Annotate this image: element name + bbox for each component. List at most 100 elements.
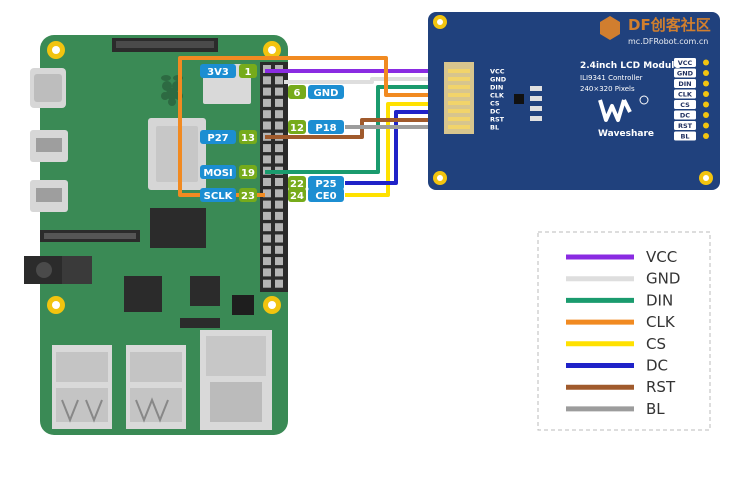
lcd-left-pin-label: RST [490, 116, 505, 124]
label-3v3: 3V3 [207, 67, 229, 78]
lcd-left-pin-label: CLK [490, 92, 505, 100]
display-connector-slot [116, 41, 214, 48]
lcd-left-pin-label: BL [490, 124, 499, 132]
hdmi-inner [36, 188, 62, 202]
lcd-mounting-hole-center [437, 175, 443, 181]
label-gnd-bg [308, 85, 344, 99]
lcd-left-pin-label: VCC [490, 68, 505, 76]
lcd-right-pin-label: VCC [678, 59, 693, 67]
gpio-pin [275, 211, 283, 220]
lcd-left-pin-label: GND [490, 76, 507, 84]
lcd-resistor [530, 106, 542, 111]
lcd-right-pin-label: CLK [678, 91, 693, 99]
pin-6-badge [288, 85, 306, 99]
lcd-title: 2.4inch LCD Module [580, 61, 680, 71]
label-mosi: MOSI [203, 168, 232, 179]
audio-jack-hole [36, 262, 52, 278]
gpio-pin [275, 87, 283, 96]
gpio-pin [275, 257, 283, 266]
gpio-pin [275, 144, 283, 153]
label-mosi-bg [200, 165, 236, 179]
lcd-connector-pin [448, 93, 470, 97]
gpio-pin [263, 110, 271, 119]
lcd-pixels: 240×320 Pixels [580, 85, 635, 93]
gpio-pin [263, 234, 271, 243]
gpio-pin [275, 234, 283, 243]
mounting-hole-center [52, 46, 60, 54]
watermark-logo-icon [600, 16, 620, 40]
wire-clk [178, 56, 470, 197]
gpio-pin [263, 279, 271, 288]
lcd-right-pin-pad [703, 80, 709, 87]
gpio-pin [275, 178, 283, 186]
lcd-connector-pin [448, 109, 470, 113]
lcd-right-pin-label: CS [680, 101, 690, 109]
pin-19-badge [239, 165, 257, 179]
wire-gnd [284, 77, 470, 84]
label-p18: P18 [315, 123, 336, 134]
lcd-right-pin-pad [703, 122, 709, 129]
label-p27-bg [200, 130, 236, 144]
watermark: DF创客社区 mc.DFRobot.com.cn [600, 16, 711, 46]
gpio-pin [275, 98, 283, 107]
audio-body [62, 256, 92, 284]
gpio-pin [263, 178, 271, 186]
pin-19-number: 19 [241, 168, 255, 179]
label-p25-bg [308, 176, 344, 190]
lcd-right-pin-box [674, 58, 696, 67]
pin-23-number: 23 [241, 191, 255, 202]
watermark-url: mc.DFRobot.com.cn [628, 37, 708, 46]
lcd-controller: ILI9341 Controller [580, 74, 643, 82]
lcd-resistor [530, 86, 542, 91]
gpio-pin [263, 223, 271, 232]
gpio-pin [275, 110, 283, 119]
label-sclk-bg [200, 188, 236, 202]
lcd-left-pin-label: DC [490, 108, 500, 116]
lcd-right-pin-pad [703, 101, 709, 108]
pi-pin-labels: 3V3 1 6 GND P27 13 12 P18 MOSI 19 22 P25… [200, 64, 344, 202]
gpio-pin [275, 155, 283, 164]
mounting-hole-center [52, 301, 60, 309]
ram-chip [150, 208, 206, 248]
lcd-connector-pin [448, 69, 470, 73]
waveshare-logo-icon [598, 95, 649, 122]
gpio-pin [275, 279, 283, 288]
lcd-right-pin-label: BL [680, 133, 689, 141]
lcd-brand: Waveshare [598, 129, 654, 139]
lcd-mounting-hole-center [703, 175, 709, 181]
lcd-right-pin-pad [703, 112, 709, 118]
watermark-brand: DF创客社区 [628, 16, 711, 34]
lcd-right-pin-box [674, 68, 696, 78]
gpio-pin [263, 87, 271, 96]
lcd-connector-pin [448, 117, 470, 121]
pin-23-badge [239, 188, 257, 202]
lcd-right-pin-label: DC [680, 112, 690, 120]
pin-6-number: 6 [294, 88, 301, 99]
gpio-pin [263, 257, 271, 266]
lcd-left-connector [444, 62, 474, 134]
label-sclk: SCLK [204, 191, 234, 202]
usb-port-top [56, 352, 108, 382]
lcd-right-pin-pad [703, 59, 709, 66]
lcd-right-pin-pad [703, 91, 709, 97]
legend-label-rst: RST [646, 378, 676, 396]
pin-1-badge [239, 64, 257, 78]
ethernet-port-top [206, 336, 266, 376]
lcd-right-pin-label: GND [677, 70, 694, 78]
lcd-right-pin-pad [703, 133, 709, 139]
gpio-pin [275, 268, 283, 277]
lcd-connector-pin [448, 77, 470, 81]
gpio-pin [263, 200, 271, 209]
lcd-connector-pin [448, 85, 470, 89]
legend-label-gnd: GND [646, 270, 680, 288]
lcd-connector-pin [448, 101, 470, 105]
label-3v3-bg [200, 64, 236, 78]
label-gnd: GND [314, 88, 339, 99]
gpio-pin [275, 245, 283, 254]
lcd-transistor [514, 94, 524, 104]
pin-12-badge [288, 120, 306, 134]
